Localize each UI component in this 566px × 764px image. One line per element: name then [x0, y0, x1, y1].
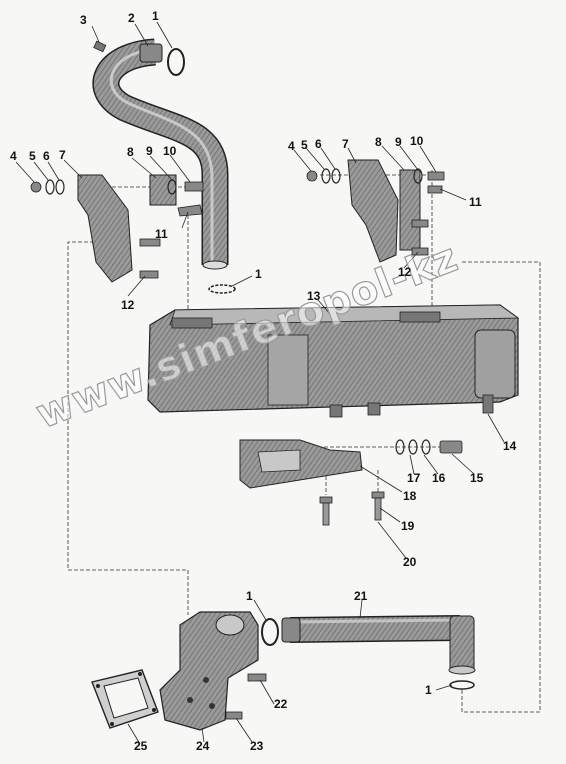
callout-17: 17: [407, 471, 421, 485]
callout-13: 13: [307, 289, 321, 303]
callout-6-left: 6: [43, 149, 50, 163]
callout-21: 21: [354, 589, 368, 603]
callout-8-left: 8: [127, 145, 134, 159]
callout-19: 19: [401, 519, 415, 533]
main-tank: [147, 304, 520, 418]
callout-5-left: 5: [29, 149, 36, 163]
right-bracket-assembly: [306, 159, 445, 263]
callout-1-lower-left: 1: [246, 589, 253, 603]
left-bracket-assembly: [30, 174, 204, 283]
o-ring-lower-right: [449, 680, 475, 690]
callout-23: 23: [250, 739, 264, 753]
upper-coolant-pipe: [92, 38, 229, 270]
callout-18: 18: [403, 489, 417, 503]
callout-6-right: 6: [315, 137, 322, 151]
lower-bracket-assembly: [239, 439, 463, 526]
callout-1-pipe: 1: [255, 267, 262, 281]
callout-14: 14: [503, 439, 517, 453]
callout-7-right: 7: [342, 137, 349, 151]
bolt-3: [93, 40, 107, 53]
callout-11-left: 11: [155, 227, 168, 241]
callout-25: 25: [134, 739, 148, 753]
callout-24: 24: [196, 739, 210, 753]
callout-10-left: 10: [163, 144, 177, 158]
callout-2: 2: [128, 11, 135, 25]
callout-5-right: 5: [301, 138, 308, 152]
leader-lines: [15, 21, 505, 745]
gasket: [91, 669, 159, 729]
elbow-housing: [159, 611, 267, 731]
callout-22: 22: [274, 697, 288, 711]
callout-11-right: 11: [469, 195, 482, 209]
callout-20: 20: [403, 555, 417, 569]
o-ring-lower-left: [261, 618, 279, 646]
callout-7-left: 7: [59, 148, 66, 162]
callout-1-top: 1: [152, 9, 159, 23]
callout-9-right: 9: [395, 135, 402, 149]
lower-coolant-pipe: [281, 615, 476, 675]
callout-12-left: 12: [121, 298, 135, 312]
callout-4-left: 4: [10, 149, 17, 163]
callout-8-right: 8: [375, 135, 382, 149]
o-ring-pipe-end: [208, 284, 236, 294]
callout-1-lower-right: 1: [425, 683, 432, 697]
callout-10-right: 10: [410, 134, 424, 148]
callout-16: 16: [432, 471, 446, 485]
callout-4-right: 4: [288, 139, 295, 153]
callout-9-left: 9: [146, 144, 153, 158]
callout-15: 15: [470, 471, 484, 485]
o-ring-top: [167, 48, 185, 76]
callout-3: 3: [80, 13, 87, 27]
callout-12-right: 12: [398, 265, 412, 279]
